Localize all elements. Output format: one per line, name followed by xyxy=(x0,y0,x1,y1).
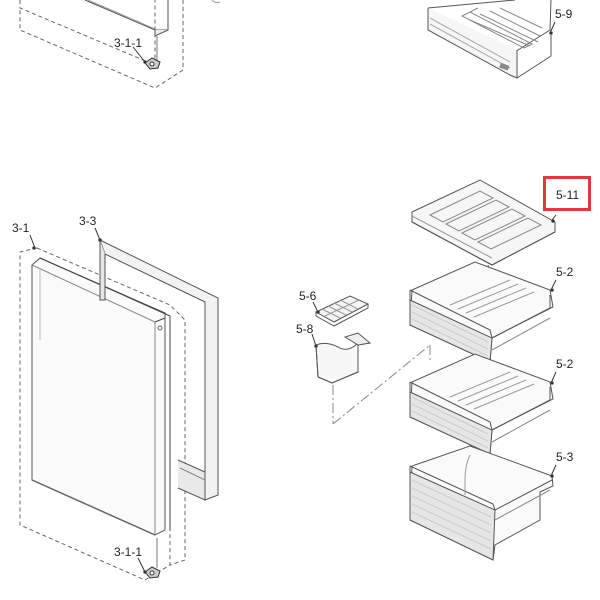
hinge-icon xyxy=(144,57,161,70)
door-3-1 xyxy=(19,234,186,581)
part-label-5-2-upper: 5-2 xyxy=(556,265,574,279)
drawer-5-2-middle xyxy=(409,353,557,455)
part-label-3-1-1-bottom: 3-1-1 xyxy=(114,545,143,559)
part-label-5-6: 5-6 xyxy=(299,289,317,303)
part-label-5-3: 5-3 xyxy=(556,450,574,464)
part-label-5-2-middle: 5-2 xyxy=(556,357,574,371)
highlight-box-5-11 xyxy=(543,176,591,211)
part-label-3-1: 3-1 xyxy=(12,221,30,235)
part-label-3-1-1-top: 3-1-1 xyxy=(114,36,143,50)
hinge-3-1-1-bottom xyxy=(137,557,161,579)
part-label-5-11: 5-11 xyxy=(556,188,580,202)
drawer-5-9 xyxy=(427,0,556,79)
guide-lines xyxy=(332,344,431,425)
drawer-5-2-upper xyxy=(409,261,557,363)
gasket-3-3 xyxy=(94,227,219,501)
ice-tray-5-6 xyxy=(312,295,370,327)
part-label-5-8: 5-8 xyxy=(296,322,314,336)
part-label-3-3: 3-3 xyxy=(79,214,97,228)
top-door-fragment xyxy=(19,0,221,89)
ice-bin-5-8 xyxy=(311,332,372,384)
drawer-5-3-bottom xyxy=(409,445,557,561)
part-label-5-9: 5-9 xyxy=(555,7,573,21)
shelf-5-11 xyxy=(411,179,557,271)
